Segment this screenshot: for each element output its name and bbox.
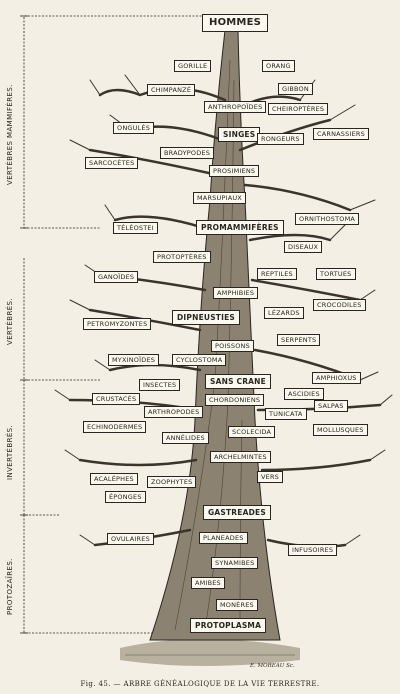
- label-ganoides: GANOÏDES: [94, 271, 139, 283]
- label-tortues: TORTUES: [316, 268, 356, 280]
- label-echinodermes: ECHINODERMES: [83, 421, 147, 433]
- group-ticks: [20, 15, 28, 634]
- label-promammiferes: PROMAMMIFÈRES: [196, 220, 284, 235]
- label-mollusques: MOLLUSQUES: [313, 424, 368, 436]
- label-scolecida: SCOLECIDA: [228, 426, 276, 438]
- group-label-protozoa: PROTOZAÏRES.: [6, 558, 14, 615]
- label-teleostei: TÉLÉOSTEI: [113, 222, 158, 234]
- label-archelmintes: ARCHELMINTES: [210, 451, 271, 463]
- label-anthropoides: ANTHROPOÏDES: [204, 101, 267, 113]
- label-amphibies: AMPHIBIES: [213, 287, 259, 299]
- label-acalephes: ACALÉPHES: [90, 473, 138, 485]
- label-myxinoides: MYXINOÏDES: [108, 354, 160, 366]
- label-tunicata: TUNICATA: [265, 408, 307, 420]
- label-insectes: INSECTES: [139, 379, 181, 391]
- label-reptiles: REPTILES: [257, 268, 297, 280]
- label-poissons: POISSONS: [211, 340, 254, 352]
- label-petromyzontes: PETROMYZONTES: [83, 318, 152, 330]
- label-amphioxus: AMPHIOXUS: [312, 372, 361, 384]
- label-gorille: GORILLE: [174, 60, 212, 72]
- label-ornithostoma: ORNITHOSTOMA: [295, 213, 360, 225]
- group-label-vertebrates: VERTÈBRÉS.: [6, 297, 14, 345]
- label-marsupiaux: MARSUPIAUX: [193, 192, 246, 204]
- label-chimpanze: CHIMPANZÉ: [147, 84, 196, 96]
- label-orang: ORANG: [262, 60, 295, 72]
- label-sans-crane: SANS CRANE: [205, 374, 271, 389]
- label-infusoires: INFUSOIRES: [288, 544, 338, 556]
- group-label-mammals: VERTÈBRES MAMMIFÈRES.: [6, 84, 14, 185]
- label-gastreades: GASTREADES: [203, 505, 271, 520]
- label-sarcocetes: SARCOCÈTES: [85, 157, 139, 169]
- label-annelides: ANNÉLIDES: [162, 432, 209, 444]
- tree-trunk: [149, 29, 281, 641]
- label-arthropodes: ARTHROPODES: [144, 406, 204, 418]
- label-synamibes: SYNAMIBES: [211, 557, 259, 569]
- label-gibbon: GIBBON: [278, 83, 313, 95]
- label-salpas: SALPAS: [314, 400, 348, 412]
- label-prosimiens: PROSIMIENS: [209, 165, 260, 177]
- group-label-invertebrates: INVERTÉBRÉS.: [6, 424, 14, 480]
- ground: [120, 639, 300, 666]
- label-cyclostoma: CYCLOSTOMA: [172, 354, 227, 366]
- label-hommes: HOMMES: [202, 14, 269, 32]
- label-lezards: LÉZARDS: [264, 307, 304, 319]
- label-vers: VERS: [257, 471, 283, 483]
- label-ongules: ONGULÉS: [113, 122, 155, 134]
- label-moneres: MONÈRES: [216, 599, 258, 611]
- label-crocodiles: CROCODILES: [313, 299, 366, 311]
- label-dipneusties: DIPNEUSTIES: [172, 310, 241, 325]
- figure-caption: Fig. 45. — ARBRE GÉNÉALOGIQUE DE LA VIE …: [80, 680, 320, 688]
- label-cheiropteres: CHEIROPTÈRES: [268, 103, 329, 115]
- label-carnassiers: CARNASSIERS: [313, 128, 369, 140]
- label-singes: SINGES: [218, 127, 261, 142]
- label-amibes: AMIBES: [191, 577, 225, 589]
- label-diseaux: DISEAUX: [284, 241, 323, 253]
- engraver-signature: E. MOREAU Sc.: [250, 663, 295, 669]
- label-protopteres: PROTOPTÈRES: [153, 251, 211, 263]
- label-protoplasma: PROTOPLASMA: [190, 618, 267, 633]
- label-bradypodes: BRADYPODES: [160, 147, 215, 159]
- label-eponges: ÉPONGES: [105, 491, 146, 503]
- label-ascidies: ASCIDIES: [284, 388, 324, 400]
- label-zoophytes: ZOOPHYTES: [147, 476, 197, 488]
- label-serpents: SERPENTS: [277, 334, 321, 346]
- label-crustaces: CRUSTACÉS: [92, 393, 141, 405]
- label-rongeurs: RONGEURS: [257, 133, 304, 145]
- label-planeades: PLANEADES: [199, 532, 248, 544]
- label-ovulaires: OVULAIRES: [107, 533, 154, 545]
- label-chordoniens: CHORDONIENS: [205, 394, 265, 406]
